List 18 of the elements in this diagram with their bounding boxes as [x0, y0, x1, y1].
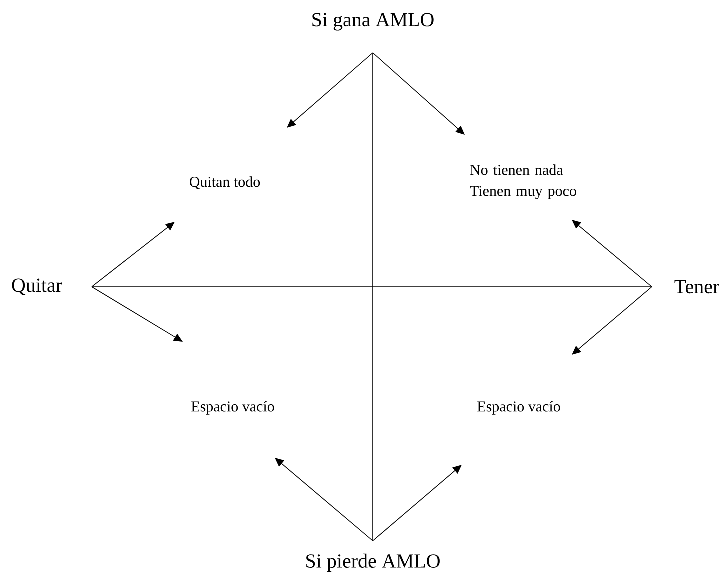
arrow: [287, 52, 374, 128]
arrow: [372, 52, 465, 135]
axis-line: [92, 286, 652, 288]
text-label: Tener: [674, 280, 720, 294]
arrow: [572, 220, 652, 288]
text-label: Si pierde AMLO: [306, 554, 440, 572]
arrow: [372, 465, 462, 542]
text-label: No tienen nada Tienen muy poco: [470, 164, 576, 200]
arrow: [275, 458, 374, 542]
arrow: [92, 286, 183, 342]
arrow: [92, 222, 175, 288]
text-label: Espacio vacío: [478, 401, 560, 415]
text-label: Si gana AMLO: [312, 13, 434, 31]
arrow: [572, 286, 652, 355]
text-label: Quitan todo: [190, 176, 260, 190]
text-label: Quitar: [12, 278, 62, 296]
text-label: Espacio vacío: [192, 401, 274, 415]
axis-line: [372, 52, 374, 542]
